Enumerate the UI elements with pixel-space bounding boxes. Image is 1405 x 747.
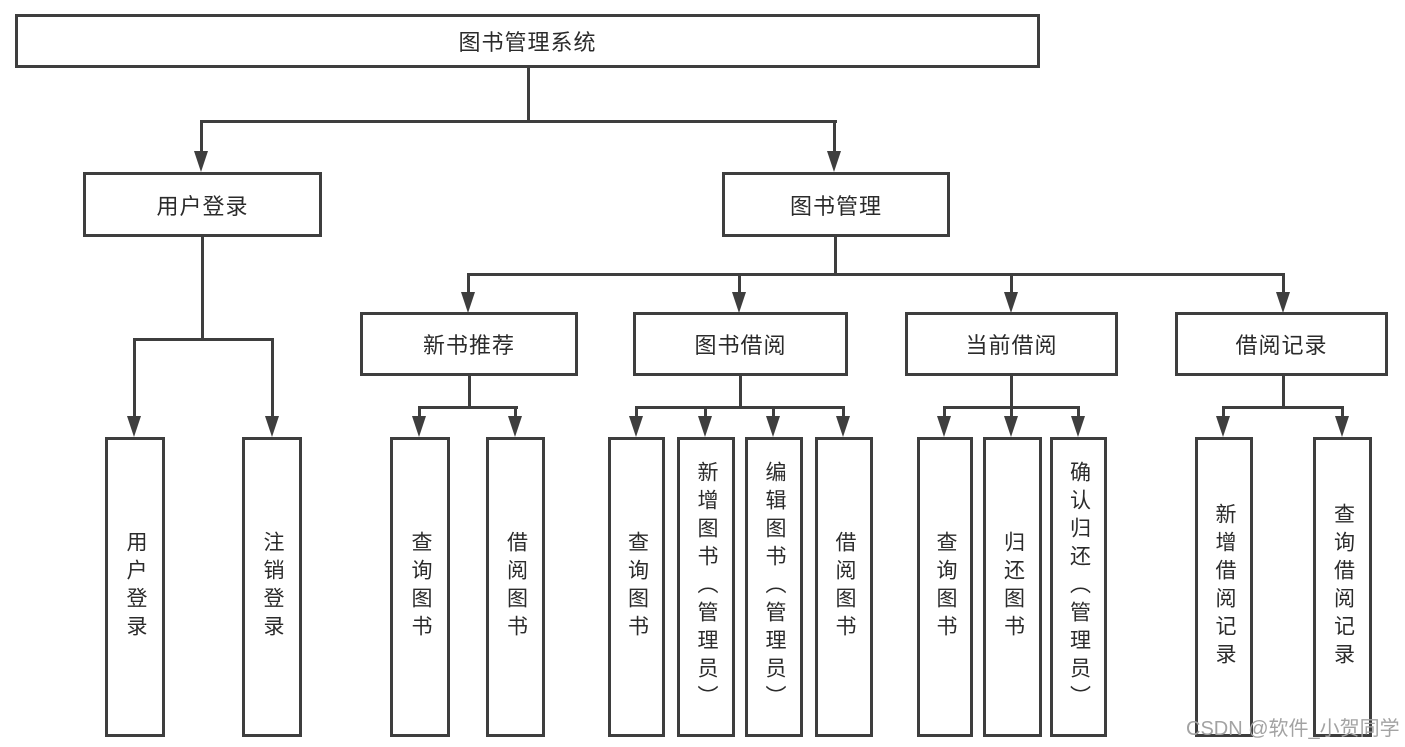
connector bbox=[1282, 273, 1285, 293]
arrow-down-icon bbox=[766, 416, 780, 437]
connector bbox=[418, 406, 421, 417]
node-label: 用户登录 bbox=[156, 193, 249, 219]
connector bbox=[1222, 406, 1344, 409]
node-label: 新书推荐 bbox=[422, 333, 515, 358]
connector bbox=[527, 68, 530, 122]
node-label: 查询借阅记录 bbox=[1331, 503, 1355, 671]
node-label: 图书管理系统 bbox=[458, 30, 597, 55]
connector bbox=[133, 338, 274, 341]
arrow-down-icon bbox=[1276, 292, 1290, 313]
connector bbox=[772, 406, 775, 417]
leaf-add-book-admin: 新增图书（管理员） bbox=[677, 437, 735, 737]
arrow-down-icon bbox=[1216, 416, 1230, 437]
arrow-down-icon bbox=[827, 151, 841, 172]
node-label: 图书管理 bbox=[789, 193, 882, 219]
node-label: 编辑图书（管理员） bbox=[763, 461, 786, 713]
connector bbox=[1077, 406, 1080, 417]
node-label: 查询图书 bbox=[409, 531, 432, 643]
arrow-down-icon bbox=[1004, 292, 1018, 313]
leaf-borrow-books-recommend: 借阅图书 bbox=[486, 437, 545, 737]
node-label: 新增图书（管理员） bbox=[695, 461, 718, 713]
connector bbox=[201, 235, 204, 340]
node-label: 归还图书 bbox=[1001, 531, 1025, 643]
node-label: 借阅图书 bbox=[833, 531, 856, 643]
connector bbox=[1010, 375, 1013, 408]
connector bbox=[467, 273, 470, 293]
connector bbox=[200, 120, 203, 152]
connector bbox=[943, 406, 946, 417]
connector bbox=[635, 406, 638, 417]
leaf-return-books: 归还图书 bbox=[983, 437, 1042, 737]
arrow-down-icon bbox=[732, 292, 746, 313]
connector bbox=[200, 120, 837, 123]
node-book-management: 图书管理 bbox=[722, 172, 950, 237]
connector bbox=[1010, 273, 1013, 293]
leaf-query-books-recommend: 查询图书 bbox=[390, 437, 450, 737]
connector bbox=[418, 406, 518, 409]
connector bbox=[1282, 375, 1285, 408]
node-label: 借阅记录 bbox=[1235, 333, 1328, 358]
connector bbox=[635, 406, 845, 409]
connector bbox=[467, 273, 1285, 276]
node-new-book-recommendation: 新书推荐 bbox=[360, 312, 578, 376]
node-label: 查询图书 bbox=[934, 531, 957, 643]
arrow-down-icon bbox=[1335, 416, 1349, 437]
node-user-login: 用户登录 bbox=[83, 172, 322, 237]
arrow-down-icon bbox=[461, 292, 475, 313]
node-label: 借阅图书 bbox=[504, 531, 528, 643]
leaf-query-borrow-record: 查询借阅记录 bbox=[1313, 437, 1372, 737]
connector bbox=[271, 338, 274, 417]
leaf-user-login: 用户登录 bbox=[105, 437, 165, 737]
arrow-down-icon bbox=[508, 416, 522, 437]
watermark-text: CSDN @软件_小贺同学 bbox=[1186, 718, 1400, 740]
leaf-edit-book-admin: 编辑图书（管理员） bbox=[745, 437, 803, 737]
arrow-down-icon bbox=[836, 416, 850, 437]
node-library-management-system: 图书管理系统 bbox=[15, 14, 1040, 68]
node-label: 新增借阅记录 bbox=[1213, 503, 1236, 671]
arrow-down-icon bbox=[1071, 416, 1085, 437]
arrow-down-icon bbox=[127, 416, 141, 437]
node-current-borrowing: 当前借阅 bbox=[905, 312, 1118, 376]
connector bbox=[1222, 406, 1225, 417]
node-label: 图书借阅 bbox=[694, 333, 787, 358]
connector bbox=[1341, 406, 1344, 417]
arrow-down-icon bbox=[698, 416, 712, 437]
connector bbox=[738, 273, 741, 293]
arrow-down-icon bbox=[265, 416, 279, 437]
arrow-down-icon bbox=[937, 416, 951, 437]
connector bbox=[833, 120, 836, 152]
arrow-down-icon bbox=[194, 151, 208, 172]
node-label: 确认归还（管理员） bbox=[1067, 461, 1091, 713]
leaf-add-borrow-record: 新增借阅记录 bbox=[1195, 437, 1253, 737]
connector bbox=[133, 338, 136, 417]
leaf-query-books-borrow: 查询图书 bbox=[608, 437, 665, 737]
arrow-down-icon bbox=[629, 416, 643, 437]
leaf-logout: 注销登录 bbox=[242, 437, 302, 737]
connector bbox=[1010, 406, 1013, 417]
connector bbox=[468, 375, 471, 408]
connector bbox=[739, 375, 742, 408]
connector bbox=[834, 235, 837, 276]
node-book-borrowing: 图书借阅 bbox=[633, 312, 848, 376]
connector bbox=[704, 406, 707, 417]
node-label: 当前借阅 bbox=[965, 333, 1058, 358]
node-label: 注销登录 bbox=[261, 531, 284, 643]
connector bbox=[514, 406, 517, 417]
leaf-confirm-return-admin: 确认归还（管理员） bbox=[1050, 437, 1107, 737]
connector bbox=[842, 406, 845, 417]
node-label: 查询图书 bbox=[625, 531, 649, 643]
node-borrowing-records: 借阅记录 bbox=[1175, 312, 1388, 376]
leaf-borrow-books: 借阅图书 bbox=[815, 437, 873, 737]
leaf-query-books-current: 查询图书 bbox=[917, 437, 973, 737]
node-label: 用户登录 bbox=[124, 531, 147, 643]
arrow-down-icon bbox=[412, 416, 426, 437]
arrow-down-icon bbox=[1004, 416, 1018, 437]
